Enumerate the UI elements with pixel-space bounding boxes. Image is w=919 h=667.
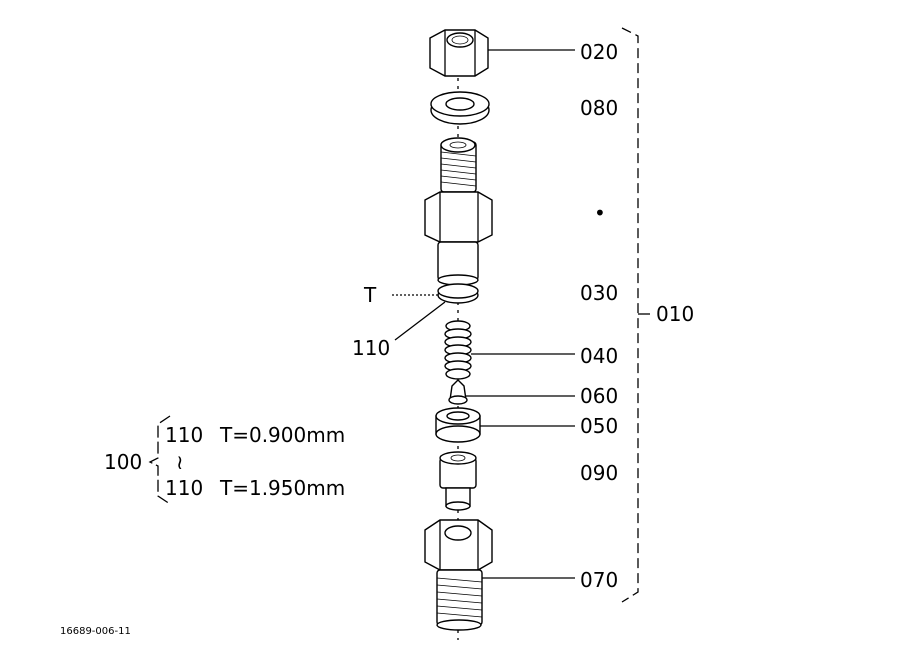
shim-range-tilde: ≀	[176, 450, 184, 474]
shim-last-spec: T=1.950mm	[219, 476, 345, 500]
callout-030: 030	[580, 281, 618, 305]
callout-110: 110	[352, 336, 390, 360]
callout-010: 010	[656, 302, 694, 326]
part-holder-body	[424, 137, 493, 286]
dot-marker: •	[594, 201, 606, 225]
callout-050: 050	[580, 414, 618, 438]
shim-first-spec: T=0.900mm	[219, 423, 345, 447]
callout-080: 080	[580, 96, 618, 120]
callout-070: 070	[580, 568, 618, 592]
shim-last-part: 110	[165, 476, 203, 500]
part-090-nozzle	[439, 451, 477, 511]
shim-group-number: 100	[104, 450, 142, 474]
shim-group: 100 110 T=0.900mm ≀ 110 T=1.950mm	[104, 415, 345, 505]
callout-040: 040	[580, 344, 618, 368]
shim-first-part: 110	[165, 423, 203, 447]
part-030-shim	[437, 283, 479, 304]
leader-110	[394, 301, 446, 341]
callout-060: 060	[580, 384, 618, 408]
part-070-nut	[424, 519, 493, 631]
part-020-nut	[429, 29, 489, 77]
callout-020: 020	[580, 40, 618, 64]
callout-090: 090	[580, 461, 618, 485]
bracket-010	[621, 27, 639, 603]
part-060-pin	[448, 379, 468, 405]
figure-id: 16689-006-11	[60, 626, 131, 637]
part-050-spacer	[435, 407, 481, 443]
part-040-spring	[444, 320, 472, 380]
callout-T: T	[363, 283, 377, 307]
part-080-washer	[430, 91, 490, 125]
